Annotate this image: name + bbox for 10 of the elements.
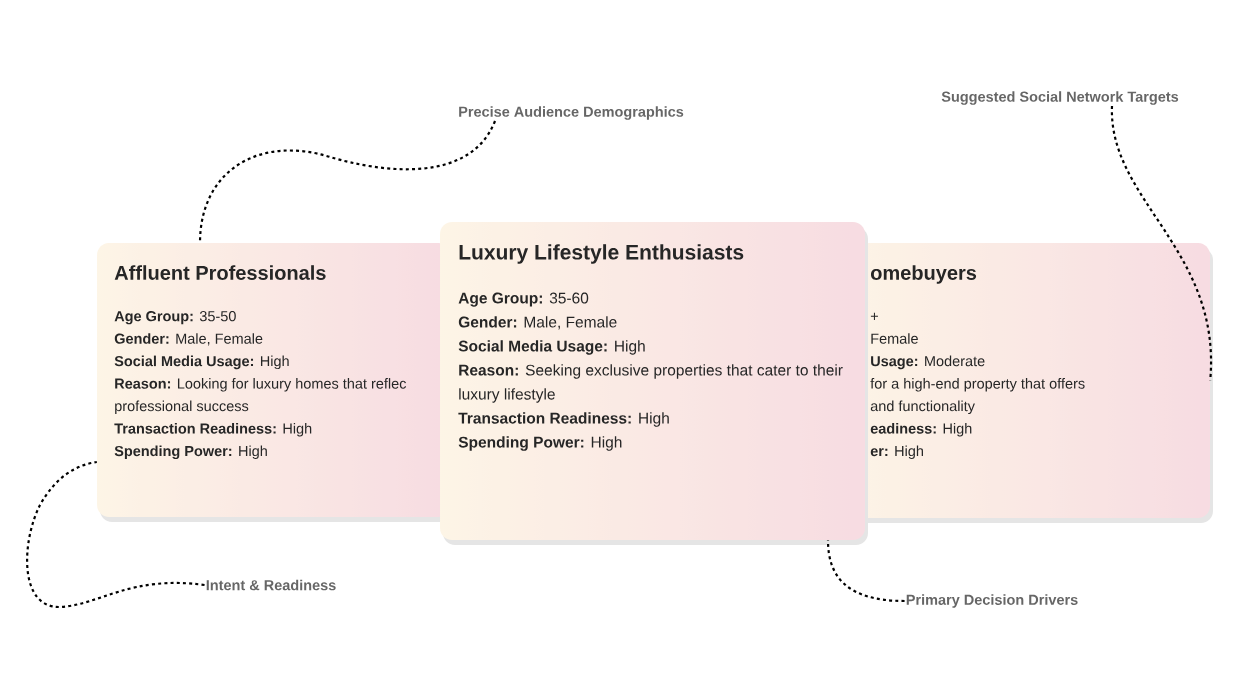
leader-line <box>26 460 205 609</box>
leader-line <box>1110 105 1212 381</box>
leader-line <box>198 120 496 243</box>
callout-label: Primary Decision Drivers <box>906 594 1078 608</box>
callout-label: Intent & Readiness <box>206 579 336 591</box>
callout-label: Precise Audience Demographics <box>459 106 684 120</box>
profile-card: Affluent Professionals Age Group: 35-50 Gender: Male, Female Social Media Usage: High Reason: Looking for luxury homes that reflec professional success Transaction Readiness: High Spending Power: High <box>97 243 453 522</box>
callout-label: Suggested Social Network Targets <box>941 91 1179 105</box>
profile-card: Luxury Lifestyle Enthusiasts Age Group: 35-60 Gender: Male, Female Social Media Usage: High Reason: Seeking exclusive properties that cater to their luxury lifestyle Transaction Readiness: High Spending Power: High <box>440 222 868 545</box>
leader-line <box>826 540 905 603</box>
